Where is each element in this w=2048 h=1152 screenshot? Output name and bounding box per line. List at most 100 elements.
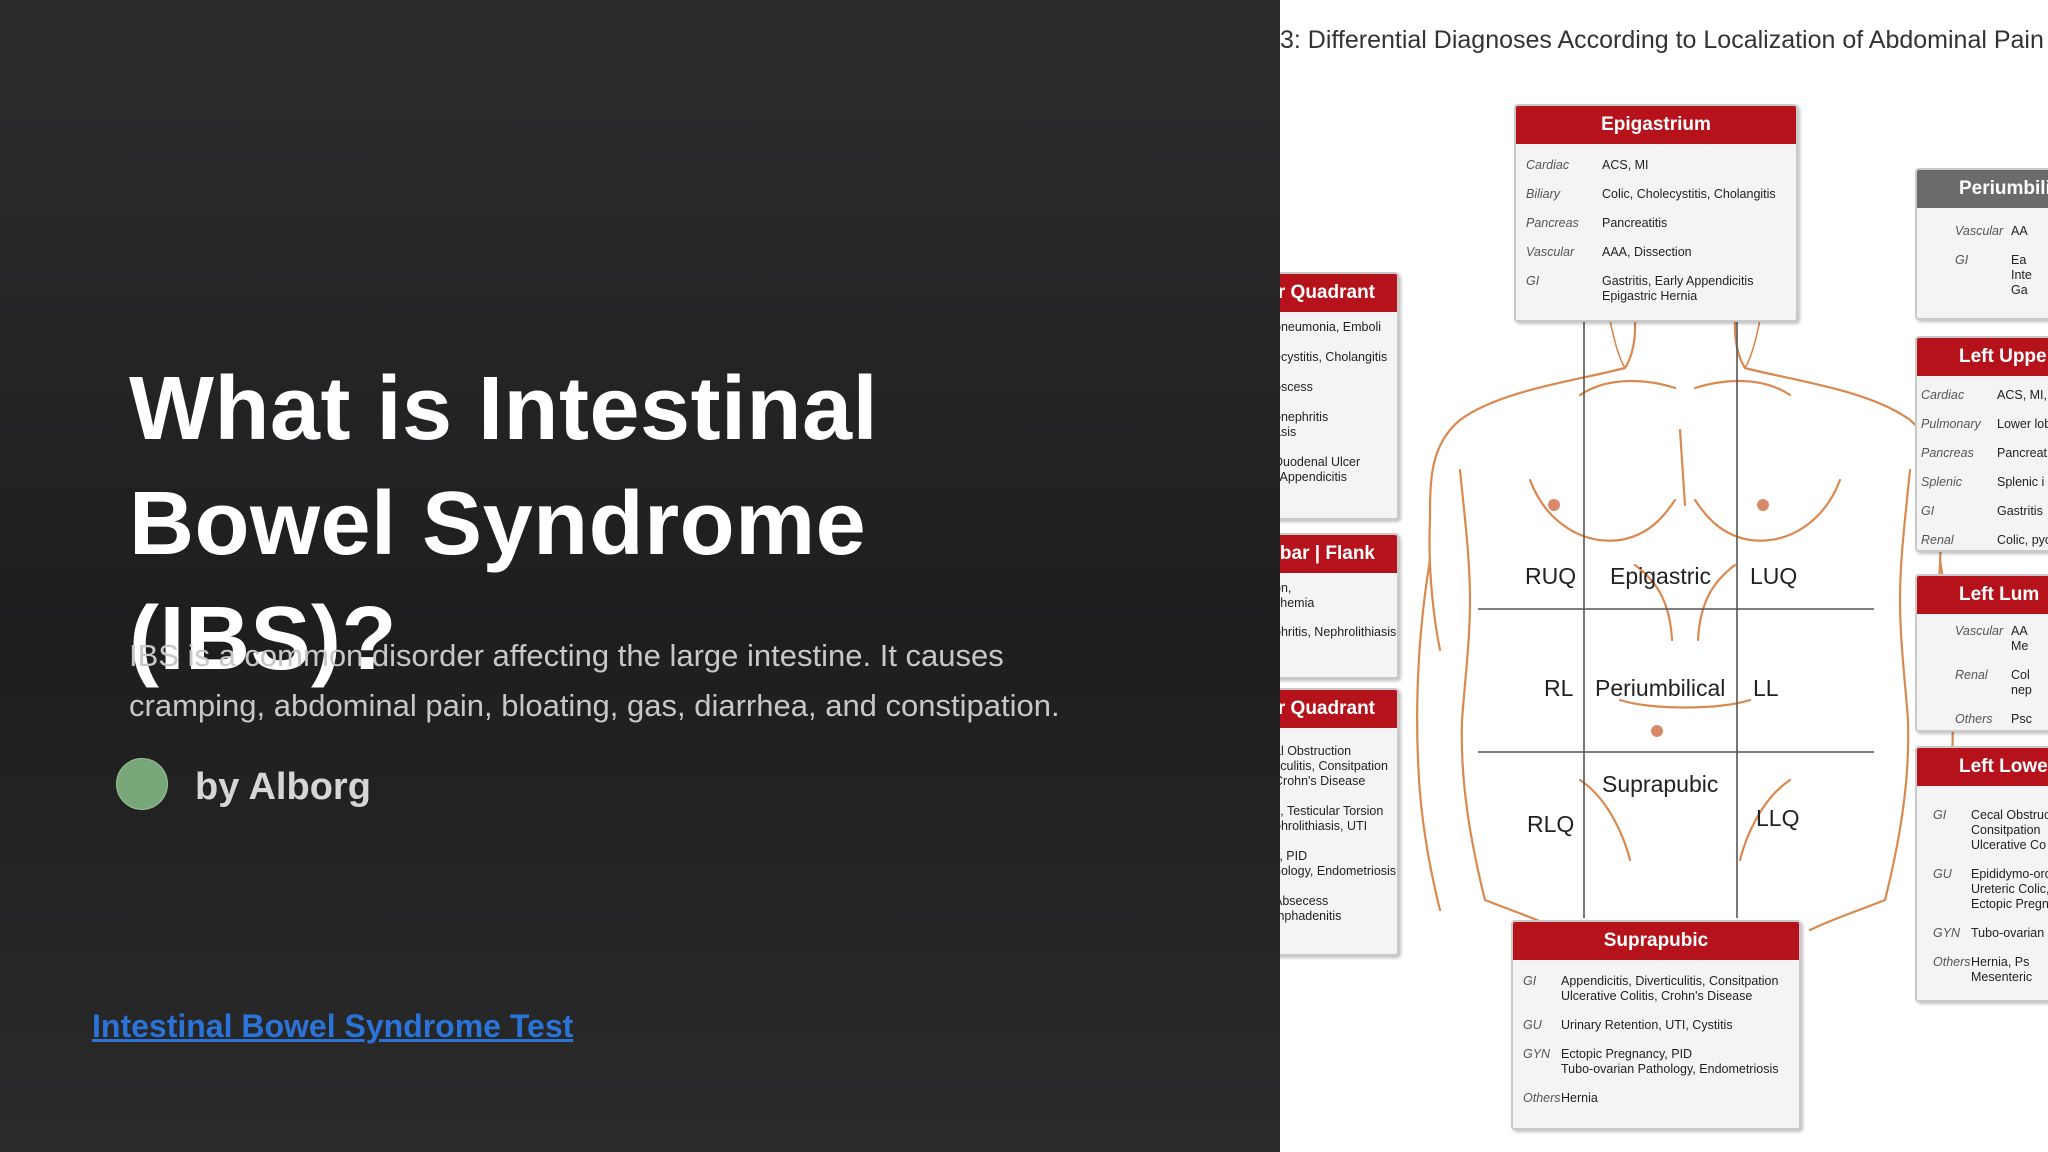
torso-diagram (1416, 318, 1954, 952)
row-value: Appendicitis, Diverticulitis, Consitpati… (1561, 974, 1779, 1003)
flank-box-header: bar | Flank (1280, 535, 1397, 573)
figure-caption: 3: Differential Diagnoses According to L… (1280, 26, 2044, 54)
label-suprapubic: Suprapubic (1602, 771, 1719, 797)
row-value: Urinary Retention, UTI, Cystitis (1561, 1018, 1733, 1032)
row-category: Vascular (1955, 224, 2004, 238)
epigastrium-header: Epigastrium (1516, 106, 1796, 144)
row-category: Vascular (1955, 624, 2004, 638)
row-category: GU (1933, 867, 1952, 881)
ruq-line: onephritis (1280, 410, 1329, 424)
row-value: Tubo-ovarian (1971, 926, 2045, 940)
rlq-line: y, PID (1280, 849, 1308, 863)
flank-line: s (1280, 654, 1387, 669)
row-category: GI (1933, 808, 1947, 822)
label-periumbilical: Periumbilical (1595, 675, 1726, 701)
label-llq: LLQ (1756, 805, 1800, 831)
flank-line: chemia (1280, 596, 1315, 610)
ruq-box-header: r Quadrant (1280, 274, 1397, 312)
label-luq: LUQ (1750, 563, 1798, 589)
row-category: Others (1523, 1091, 1561, 1105)
row-category: Others (1955, 712, 1993, 726)
author-avatar (116, 758, 168, 810)
periumbilical-box-header: Periumbili (1917, 170, 2048, 208)
row-category: Cardiac (1921, 388, 1965, 402)
suprapubic-box: Suprapubic GI Appendicitis, Diverticuliti… (1511, 920, 1801, 1130)
luq-box-header: Left Uppe (1917, 338, 2048, 376)
row-category: Renal (1955, 668, 1988, 682)
row-value: Splenic i (1997, 475, 2045, 489)
row-category: Cardiac (1526, 158, 1570, 172)
row-value: Lower lob (1997, 417, 2048, 431)
author-name: by Alborg (195, 766, 371, 808)
row-value: Psc (2011, 712, 2032, 726)
label-rl: RL (1544, 675, 1574, 701)
left-upper-quadrant-box: Left Uppe Cardiac ACS, MI, Pulmonary Lower… (1915, 336, 2048, 552)
row-category: GYN (1523, 1047, 1551, 1061)
suprapubic-header: Suprapubic (1513, 922, 1799, 960)
row-value: Colic, pyc (1997, 533, 2048, 547)
lumbar-flank-box: bar | Flank on, chemia phritis, Nephroli… (1280, 533, 1399, 679)
row-value: Gastritis (1997, 504, 2043, 518)
ruq-line: pneumonia, Emboli (1280, 320, 1382, 334)
slide-title: What is Intestinal Bowel Syndrome (IBS)? (129, 359, 879, 689)
epigastrium-box: Epigastrium Cardiac ACS, MI Biliary Colic,… (1514, 104, 1798, 322)
row-category: GI (1921, 504, 1935, 518)
abdominal-pain-figure: 3: Differential Diagnoses According to L… (1280, 0, 2048, 1152)
rlq-line: s, Testicular Torsion (1280, 804, 1384, 818)
row-category: Pancreas (1921, 446, 1974, 460)
ruq-line: ecystitis, Cholangitis (1280, 350, 1388, 364)
ruq-line: asis (1280, 425, 1297, 439)
rlq-line: hology, Endometriosis (1280, 864, 1397, 878)
row-category: Renal (1921, 533, 1954, 547)
row-value: Pancreat (1997, 446, 2048, 460)
rlq-line: Crohn's Disease (1280, 774, 1366, 788)
rlq-box-header: r Quadrant (1280, 690, 1397, 728)
rlq-line: phrolithiasis, UTI (1280, 819, 1368, 833)
right-lower-quadrant-box: r Quadrant al Obstruction ticulitis, Con… (1280, 688, 1399, 956)
row-category: GI (1526, 274, 1540, 288)
row-value: Colic, Cholecystitis, Cholangitis (1602, 187, 1776, 201)
row-value: Hernia (1561, 1091, 1598, 1105)
label-rlq: RLQ (1527, 811, 1575, 837)
ruq-line: Duodenal Ulcer (1280, 455, 1361, 469)
left-nipple-dot (1757, 499, 1769, 511)
row-category: GI (1523, 974, 1537, 988)
ruq-line: l Appendicitis (1280, 470, 1347, 484)
label-ruq: RUQ (1525, 563, 1577, 589)
rlq-line: al Obstruction (1280, 744, 1352, 758)
label-ll: LL (1753, 675, 1779, 701)
row-category: Others (1933, 955, 1971, 969)
flank-line: phritis, Nephrolithiasis (1280, 625, 1397, 639)
row-category: GU (1523, 1018, 1542, 1032)
row-category: Biliary (1526, 187, 1561, 201)
right-nipple-dot (1548, 499, 1560, 511)
row-category: Vascular (1526, 245, 1575, 259)
ruq-line: bscess (1280, 380, 1313, 394)
flank-line: on, (1280, 581, 1292, 595)
row-category: GI (1955, 253, 1969, 267)
slide-subtitle: IBS is a common disorder affecting the l… (129, 638, 1060, 723)
row-value: AAA, Dissection (1602, 245, 1692, 259)
label-epigastric: Epigastric (1610, 563, 1711, 589)
row-value: Pancreatitis (1602, 216, 1668, 230)
row-value: ACS, MI (1602, 158, 1649, 172)
right-upper-quadrant-box: r Quadrant pneumonia, Emboli ecystitis, … (1280, 272, 1399, 520)
row-category: Splenic (1921, 475, 1962, 489)
row-value: ACS, MI, (1997, 388, 2048, 402)
ibs-test-link[interactable]: Intestinal Bowel Syndrome Test (92, 1008, 574, 1044)
rlq-line: mphadenitis (1280, 909, 1342, 923)
rlq-line: Absecess (1280, 894, 1329, 908)
row-category: Pulmonary (1921, 417, 1981, 431)
row-category: Pancreas (1526, 216, 1579, 230)
